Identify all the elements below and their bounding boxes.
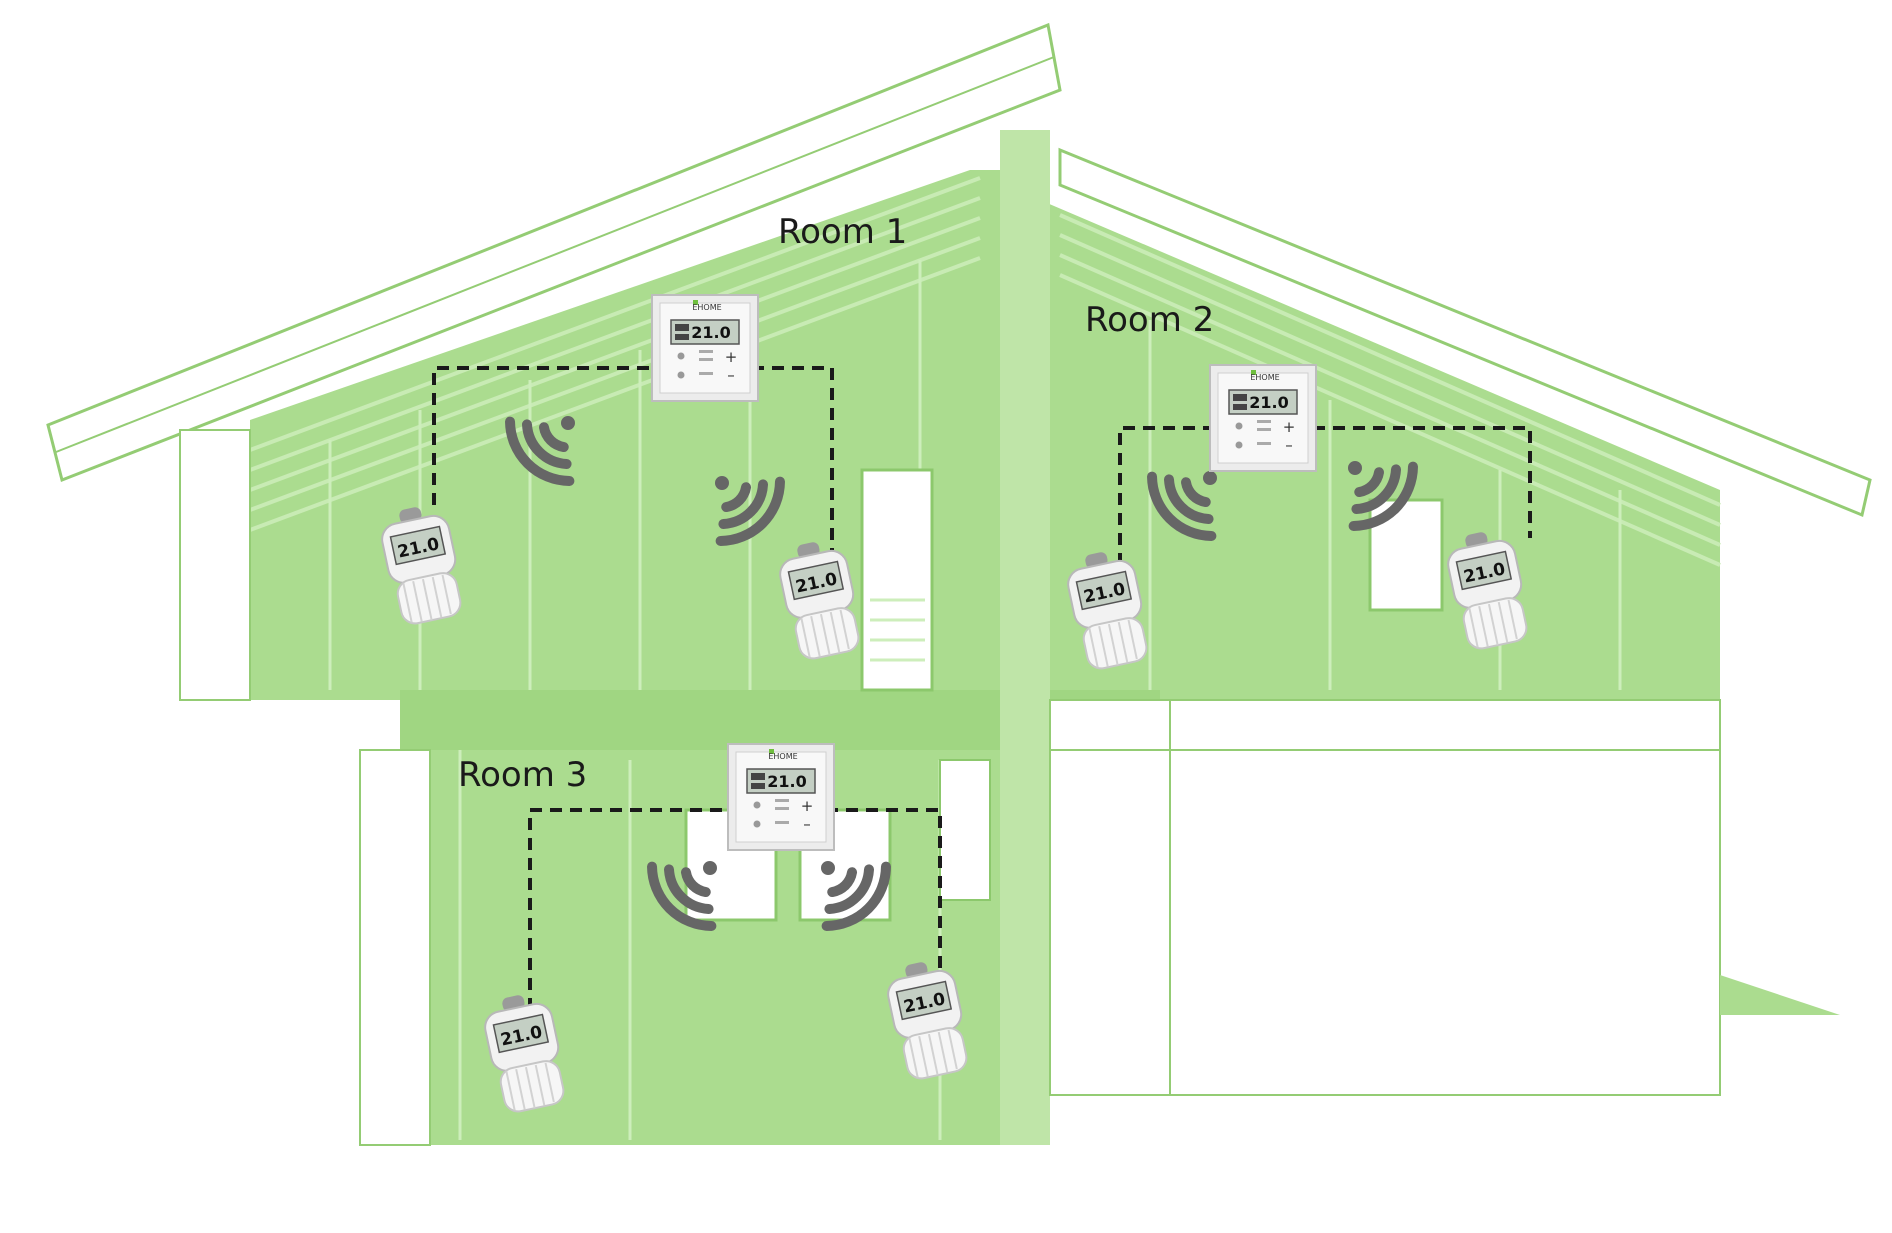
- device-brand: EHOME: [1250, 373, 1279, 382]
- link-room-2: [1118, 426, 1213, 565]
- radiator-thermostat-room-3-left: 21.0: [478, 988, 571, 1116]
- device-display: 21.0: [691, 323, 730, 342]
- radiator-thermostat-room-2-left: 21.0: [1061, 545, 1154, 673]
- radiator-thermostat-room-2-right: 21.0: [1441, 525, 1534, 653]
- link-room-3: [528, 808, 736, 1010]
- wall-thermostat-room-1: EHOME 21.0: [651, 294, 759, 402]
- link-room-1-right: [752, 366, 834, 555]
- link-room-1: [432, 366, 658, 505]
- wall-thermostat-room-3: EHOME 21.0: [727, 743, 835, 851]
- link-room-3-right: [826, 808, 942, 970]
- device-brand: EHOME: [768, 752, 797, 761]
- room-label-3: Room 3: [458, 755, 588, 795]
- room-label-2: Room 2: [1085, 300, 1215, 340]
- wall-thermostat-room-2: EHOME 21.0: [1209, 364, 1317, 472]
- link-room-2-right: [1313, 426, 1532, 538]
- wire-links: [432, 366, 1532, 1010]
- room-label-1: Room 1: [778, 212, 908, 252]
- device-display: 21.0: [1249, 393, 1288, 412]
- radiator-thermostat-room-1-left: 21.0: [375, 500, 468, 628]
- radiator-thermostat-room-1-right: 21.0: [773, 535, 866, 663]
- device-brand: EHOME: [692, 303, 721, 312]
- house-outline: [46, 22, 1872, 1146]
- radiator-thermostat-room-3-right: 21.0: [881, 955, 974, 1083]
- device-display: 21.0: [767, 772, 806, 791]
